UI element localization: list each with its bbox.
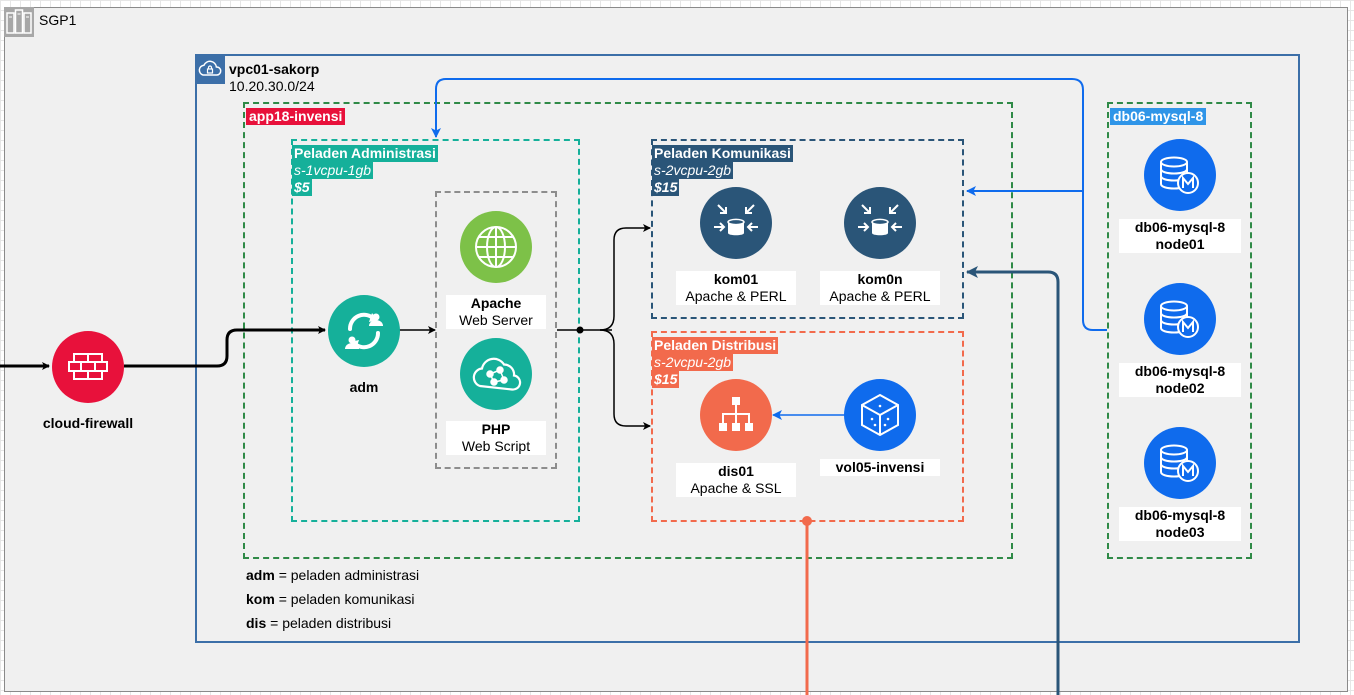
volume-label: vol05-invensi xyxy=(820,459,940,476)
mysql-db-icon[interactable] xyxy=(1144,283,1216,355)
db-node01-label: db06-mysql-8 node01 xyxy=(1119,219,1241,253)
db-to-adm-line xyxy=(431,78,1107,331)
datacenter-icon xyxy=(4,7,34,37)
external-to-kom-line xyxy=(966,266,1060,695)
adm-box-size: s-1vcpu-1gb xyxy=(292,162,374,179)
kom-box-size: s-2vcpu-2gb xyxy=(652,162,734,179)
adm-node-label: adm xyxy=(349,379,379,395)
adm-box-price: $5 xyxy=(292,179,312,196)
legend: adm = peladen administrasi kom = peladen… xyxy=(246,563,419,635)
db-group-label: db06-mysql-8 xyxy=(1110,108,1207,125)
mysql-db-icon[interactable] xyxy=(1144,139,1216,211)
load-balancer-db-icon[interactable] xyxy=(700,187,772,259)
kom-box-price: $15 xyxy=(652,179,680,196)
db-group xyxy=(1107,102,1252,559)
firewall-icon[interactable] xyxy=(52,331,124,403)
vpc-cidr: 10.20.30.0/24 xyxy=(229,78,315,94)
web-to-dis-line xyxy=(599,329,651,430)
legend-item: dis = peladen distribusi xyxy=(246,615,392,631)
volume-cube-icon[interactable] xyxy=(844,379,916,451)
app-group-label: app18-invensi xyxy=(246,108,346,125)
sync-users-icon[interactable] xyxy=(328,295,400,367)
kom0n-label: kom0n Apache & PERL xyxy=(820,271,940,305)
dis-box-price: $15 xyxy=(652,371,680,388)
php-label: PHP Web Script xyxy=(446,421,546,455)
kom01-label: kom01 Apache & PERL xyxy=(676,271,796,305)
vpc-cloud-icon xyxy=(195,54,225,84)
dis-box-size: s-2vcpu-2gb xyxy=(652,354,734,371)
db-node03-label: db06-mysql-8 node03 xyxy=(1119,507,1241,541)
region-label: SGP1 xyxy=(39,12,77,28)
dis01-label: dis01 Apache & SSL xyxy=(676,463,796,497)
apache-label: Apache Web Server xyxy=(446,295,546,329)
web-to-kom-line xyxy=(599,224,651,331)
web-stack-box xyxy=(435,191,557,469)
cloud-network-icon[interactable] xyxy=(460,338,532,410)
hierarchy-icon[interactable] xyxy=(700,379,772,451)
legend-item: adm = peladen administrasi xyxy=(246,567,420,583)
mysql-db-icon[interactable] xyxy=(1144,427,1216,499)
dis-box-title: Peladen Distribusi xyxy=(652,337,779,354)
globe-icon[interactable] xyxy=(460,211,532,283)
vpc-name: vpc01-sakorp xyxy=(229,61,320,77)
kom-box-title: Peladen Komunikasi xyxy=(652,145,793,162)
load-balancer-db-icon[interactable] xyxy=(844,187,916,259)
firewall-label: cloud-firewall xyxy=(42,415,134,431)
adm-box-title: Peladen Administrasi xyxy=(292,145,438,162)
kom-server-box xyxy=(651,139,964,319)
legend-item: kom = peladen komunikasi xyxy=(246,591,415,607)
vpc-container xyxy=(195,54,1300,643)
firewall-to-adm-line xyxy=(124,326,326,368)
db-node02-label: db06-mysql-8 node02 xyxy=(1119,363,1241,397)
